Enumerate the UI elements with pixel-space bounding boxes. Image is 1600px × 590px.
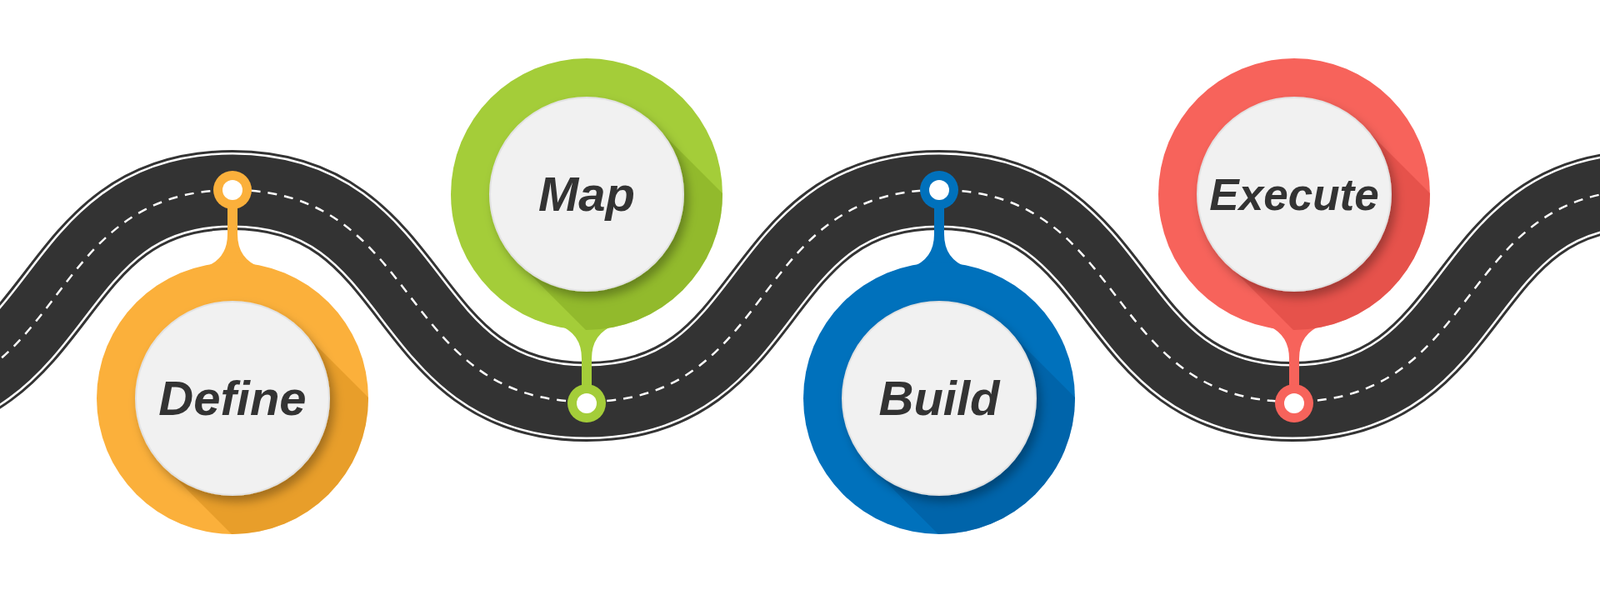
pin-stem	[910, 205, 968, 268]
milestone-label: Execute	[1209, 172, 1379, 217]
pin-stem	[558, 325, 615, 388]
pin-stem	[1265, 325, 1323, 388]
milestone-label: Build	[879, 374, 1000, 423]
pin-hole	[222, 180, 243, 200]
pin-hole	[576, 393, 597, 414]
inner-disc	[490, 97, 684, 291]
pin-head	[920, 170, 959, 210]
milestone-label: Define	[158, 374, 306, 423]
pin-head	[213, 170, 252, 210]
pin-hole	[1284, 393, 1305, 414]
milestone-circle: Execute	[1158, 58, 1430, 330]
milestone-label: Map	[538, 170, 635, 219]
inner-disc	[842, 301, 1036, 495]
pin-stem	[204, 205, 261, 268]
inner-disc	[1197, 97, 1391, 291]
pin-hole	[929, 180, 950, 200]
milestone-circle: Define	[96, 262, 369, 535]
milestone-circle: Map	[450, 58, 723, 330]
pin-head	[567, 384, 606, 423]
milestone-circle: Build	[803, 262, 1075, 535]
pin-head	[1275, 384, 1314, 423]
inner-disc	[135, 301, 330, 495]
